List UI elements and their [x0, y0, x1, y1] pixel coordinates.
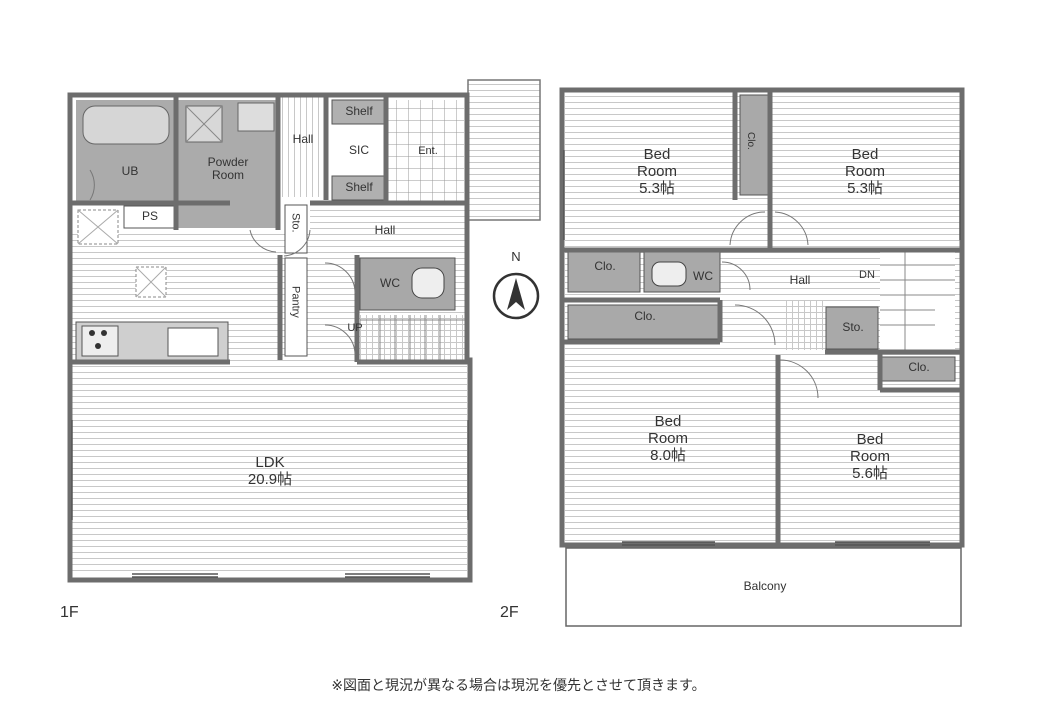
sto-2f-label: Sto.	[842, 320, 864, 334]
bedroom-sw-label: Bed Room 8.0帖	[647, 413, 688, 464]
room-ub-label: UB	[121, 164, 139, 178]
compass-n-label: N	[511, 249, 521, 264]
bedroom-se-label: Bed Room 5.6帖	[849, 431, 890, 482]
clo-right-label: Clo.	[908, 360, 930, 374]
disclaimer-note: ※図面と現況が異なる場合は現況を優先とさせて頂きます。	[331, 677, 706, 693]
ldk-label: LDK 20.9帖	[247, 454, 293, 488]
bedroom-ne-label: Bed Room 5.3帖	[844, 146, 885, 197]
sto-1f-label: Sto.	[289, 213, 302, 233]
clo-long-label: Clo.	[634, 309, 656, 323]
pantry-label: Pantry	[289, 286, 302, 318]
entrance-label: Ent.	[418, 145, 438, 157]
first-floor	[67, 79, 541, 583]
wc-1f-label: WC	[380, 276, 400, 290]
hall-2f-label: Hall	[789, 273, 811, 287]
room-powder-label: Powder Room	[207, 155, 249, 183]
up-label: UP	[347, 322, 363, 334]
ps-label: PS	[141, 209, 158, 223]
north-compass	[492, 272, 540, 320]
room-hall-top-label: Hall	[292, 132, 314, 146]
wc-2f-label: WC	[693, 269, 713, 283]
floor-2f-label: 2F	[500, 604, 519, 621]
shelf-top-label: Shelf	[345, 104, 373, 118]
clo-mid-label: Clo.	[745, 132, 757, 150]
bedroom-nw-label: Bed Room 5.3帖	[636, 146, 677, 197]
shelf-bottom-label: Shelf	[345, 180, 373, 194]
dn-label: DN	[859, 269, 875, 281]
floor-1f-label: 1F	[60, 604, 79, 621]
hall-1f-label: Hall	[374, 223, 396, 237]
sic-label: SIC	[348, 143, 369, 157]
balcony-label: Balcony	[743, 579, 787, 593]
second-floor	[559, 87, 965, 627]
clo-small-label: Clo.	[594, 259, 616, 273]
